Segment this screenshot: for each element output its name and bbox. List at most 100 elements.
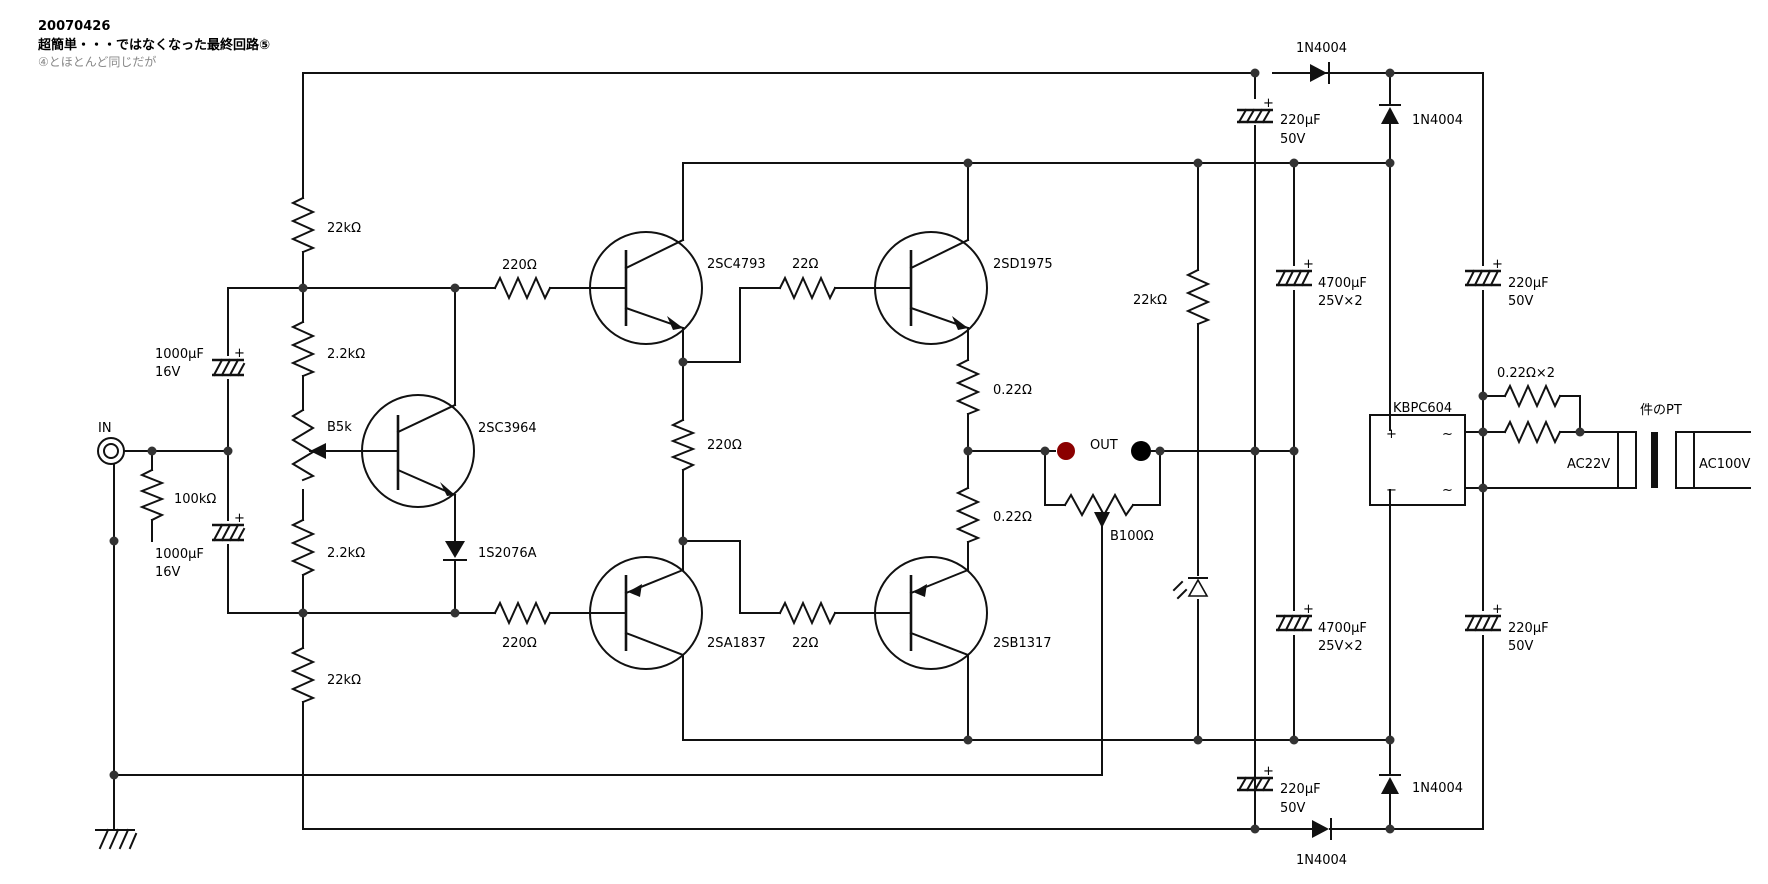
capacitor-in1: [212, 358, 246, 377]
label-diode-bias: 1S2076A: [478, 546, 537, 561]
label-pot-out: B100Ω: [1110, 529, 1154, 544]
capacitor-bb: [1276, 614, 1312, 632]
input-jack: [97, 437, 125, 465]
label-d-bot-v: 1N4004: [1412, 781, 1463, 796]
cap-in2-plus: +: [234, 511, 245, 526]
resistor-re-bot: [955, 486, 981, 544]
wires: [113, 72, 1751, 831]
pot-b100-wiper-arrow: [1094, 512, 1110, 528]
capacitor-rb: [1465, 614, 1501, 632]
label-d-top-v: 1N4004: [1412, 113, 1463, 128]
label-pot-bias: B5k: [327, 420, 352, 435]
diode-bot-h: [1312, 820, 1329, 838]
header-subtitle: ④とほとんど同じだが: [38, 54, 156, 69]
label-cap-rt-value: 220μF: [1508, 276, 1549, 291]
label-re-bot: 0.22Ω: [993, 510, 1032, 525]
cap-pb-plus: +: [1263, 764, 1274, 779]
bridge-rectifier: [1369, 414, 1466, 506]
cap-bt-plus: +: [1303, 257, 1314, 272]
transistor-q3: [869, 231, 988, 345]
transistor-q2: [589, 556, 703, 670]
cap-pt-plus: +: [1263, 96, 1274, 111]
label-cap-pb-voltage: 50V: [1280, 801, 1306, 816]
resistor-r-b2: [493, 600, 552, 626]
resistor-r-top: [290, 196, 316, 254]
transformer: [1617, 431, 1695, 489]
label-bridge-ac2: ~: [1442, 483, 1453, 498]
label-cap-in2-voltage: 16V: [155, 565, 181, 580]
diode-top-h: [1310, 64, 1327, 82]
potentiometer-b100: [1063, 492, 1135, 518]
label-d-top-h: 1N4004: [1296, 41, 1347, 56]
resistor-r-mid2: [290, 518, 316, 577]
label-bridge-ac1: ~: [1442, 427, 1453, 442]
resistor-re-top: [955, 358, 981, 416]
diode-bias: [445, 541, 465, 558]
label-bridge: KBPC604: [1393, 401, 1452, 416]
header-date: 20070426: [38, 19, 110, 34]
label-cap-rt-voltage: 50V: [1508, 294, 1534, 309]
label-r-mid1: 2.2kΩ: [327, 347, 365, 362]
cap-rb-plus: +: [1492, 602, 1503, 617]
label-r-22-top: 22Ω: [792, 257, 819, 272]
label-in: IN: [98, 421, 112, 436]
label-cap-in1-value: 1000μF: [155, 347, 204, 362]
transistor-q4: [869, 556, 988, 670]
resistor-r-mid1: [290, 320, 316, 378]
label-cap-bb-voltage: 25V×2: [1318, 639, 1363, 654]
header-title: 超簡単・・・ではなくなった最終回路⑤: [38, 37, 270, 53]
label-cap-rb-voltage: 50V: [1508, 639, 1534, 654]
label-r-b2: 220Ω: [502, 636, 537, 651]
diode-bot-v: [1381, 777, 1399, 794]
transistors: [329, 231, 988, 670]
capacitor-in2: [212, 523, 246, 542]
capacitor-rt: [1465, 269, 1501, 287]
label-cap-pt-voltage: 50V: [1280, 132, 1306, 147]
label-q2: 2SA1837: [707, 636, 766, 651]
label-cap-in1-voltage: 16V: [155, 365, 181, 380]
capacitors: [212, 108, 1501, 792]
capacitor-bt: [1276, 269, 1312, 287]
label-r-top: 22kΩ: [327, 221, 361, 236]
label-bridge-minus: −: [1386, 483, 1397, 498]
label-q3: 2SD1975: [993, 257, 1053, 272]
label-pt: 件のPT: [1640, 403, 1682, 418]
label-cap-rb-value: 220μF: [1508, 621, 1549, 636]
label-r-mid2: 2.2kΩ: [327, 546, 365, 561]
pot-b5k-wiper-arrow: [310, 443, 326, 459]
diode-top-v: [1381, 107, 1399, 124]
label-out: OUT: [1090, 438, 1118, 453]
resistors: [139, 196, 1562, 704]
label-ac22: AC22V: [1567, 457, 1610, 472]
ground-symbol: [95, 828, 138, 850]
resistor-r-22-bot: [778, 600, 837, 626]
led: [1187, 578, 1209, 597]
label-bridge-plus: +: [1386, 427, 1397, 442]
capacitor-pt: [1237, 108, 1273, 124]
resistor-r-in: [139, 468, 165, 522]
label-r-22-bot: 22Ω: [792, 636, 819, 651]
label-cap-bb-value: 4700μF: [1318, 621, 1367, 636]
transistor-q1: [589, 231, 703, 345]
transistor-q-bias: [329, 394, 475, 508]
potentiometer-b5k: [291, 408, 316, 482]
label-ac100: AC100V: [1699, 457, 1751, 472]
label-cap-pt-value: 220μF: [1280, 113, 1321, 128]
resistor-r-led: [1185, 268, 1211, 326]
resistor-r-ac1: [1503, 383, 1562, 409]
label-q4: 2SB1317: [993, 636, 1052, 651]
label-r-led: 22kΩ: [1133, 293, 1167, 308]
resistor-r-b1: [493, 275, 552, 301]
out-terminal-red: [1057, 442, 1075, 460]
label-cap-pb-value: 220μF: [1280, 782, 1321, 797]
resistor-r-ac2: [1503, 419, 1562, 445]
resistor-r-bot: [290, 646, 316, 704]
label-r-ac: 0.22Ω×2: [1497, 366, 1555, 381]
resistor-r-22-top: [778, 275, 837, 301]
label-cap-bt-voltage: 25V×2: [1318, 294, 1363, 309]
label-cap-bt-value: 4700μF: [1318, 276, 1367, 291]
component-labels: 22kΩ 2.2kΩ B5k 2.2kΩ 22kΩ 1000μF 16V 100…: [98, 41, 1751, 868]
label-r-b1: 220Ω: [502, 258, 537, 273]
